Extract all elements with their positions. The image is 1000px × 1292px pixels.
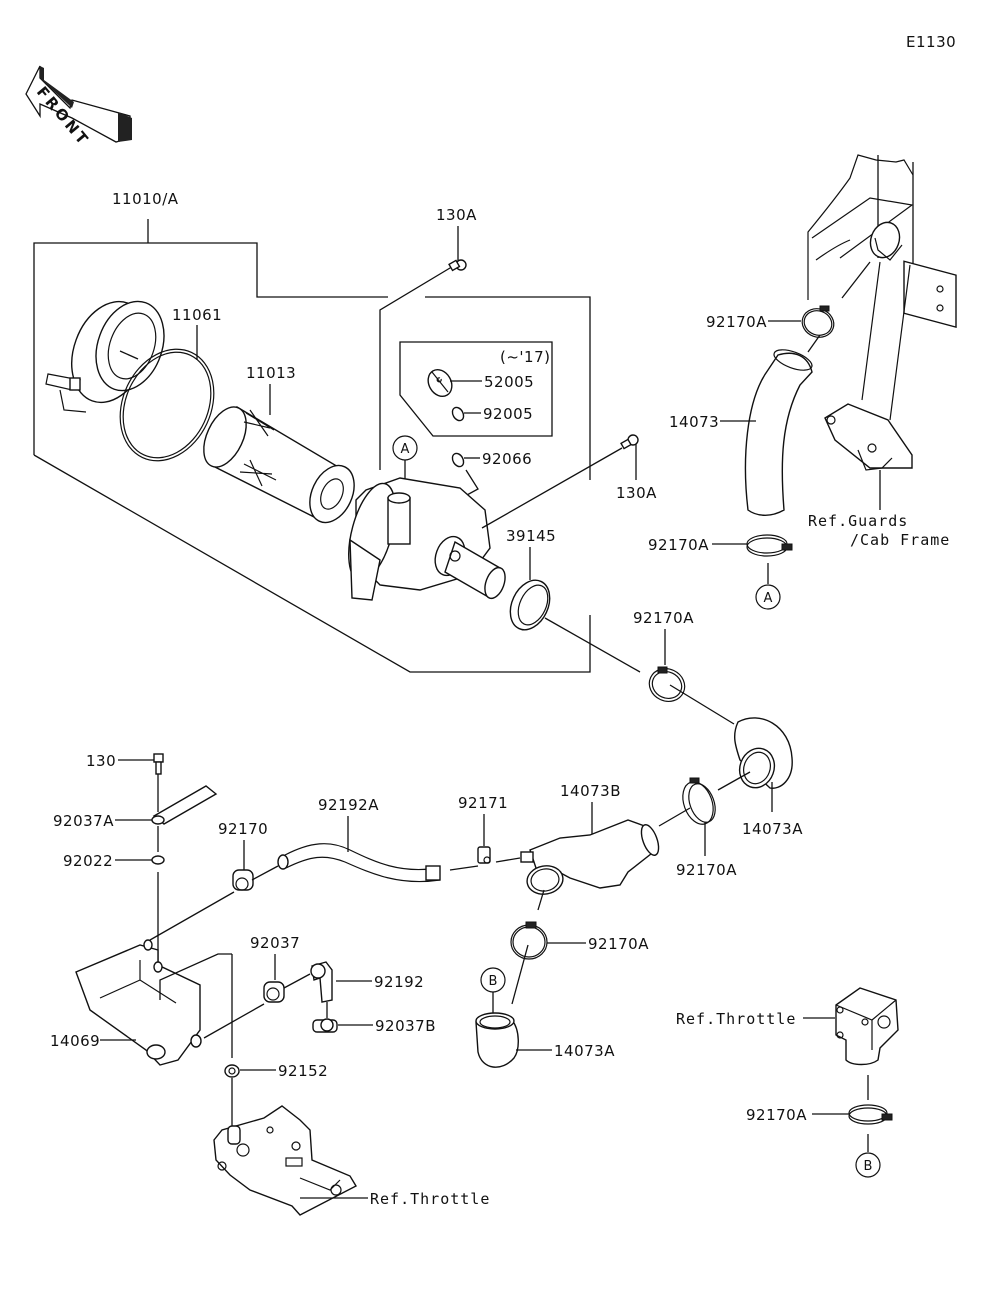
label-92171: 92171 [458,794,508,812]
ref-cab-frame-label: /Cab Frame [850,531,950,549]
svg-text:A: A [401,442,410,457]
hose-92192[interactable] [310,961,333,1003]
cap-52005[interactable] [423,365,456,400]
year-note: (~'17) [500,348,550,366]
clip-92171[interactable] [477,846,491,864]
ref-guards-label: Ref.Guards [808,512,908,530]
label-92170a-duct-bottom: 92170A [648,536,709,554]
hose-92192a[interactable] [277,843,441,883]
label-92170a-throttle: 92170A [746,1106,807,1124]
label-11010a: 11010/A [112,190,179,208]
label-92005: 92005 [483,405,533,423]
ref-throttle-right: Ref.Throttle [676,1010,796,1028]
label-92192a: 92192A [318,796,379,814]
label-11013: 11013 [246,364,296,382]
seal-39145[interactable] [503,574,558,636]
connector-a-bottom [755,584,781,610]
elbow-14073a[interactable] [733,717,793,793]
label-92152: 92152 [278,1062,328,1080]
year-variant-box [399,341,553,437]
clamp-92170a-throttle[interactable] [848,1104,893,1125]
air-filter-element-11013[interactable] [195,400,363,529]
label-92037b: 92037B [375,1017,436,1035]
clip-92037b[interactable] [312,1018,338,1033]
label-92170a-elbow: 92170A [676,861,737,879]
label-14073b: 14073B [560,782,621,800]
clamp-92170a-elbow[interactable] [677,777,720,829]
label-92170: 92170 [218,820,268,838]
y-pipe-14073b[interactable] [520,819,662,897]
boot-14073a[interactable] [475,1012,519,1068]
label-92037: 92037 [250,934,300,952]
throttle-body-left [213,1105,357,1216]
label-92170a-top: 92170A [706,313,767,331]
label-39145: 39145 [506,527,556,545]
o-ring-11061[interactable] [103,334,232,476]
label-11061: 11061 [172,306,222,324]
diagram-code: E1130 [906,33,956,51]
clamp-92170a-mid[interactable] [644,663,690,707]
clip-92037[interactable] [263,981,285,1003]
label-92192: 92192 [374,973,424,991]
air-cleaner-housing[interactable] [340,477,509,601]
air-cleaner-cover[interactable] [45,291,176,413]
label-14069: 14069 [50,1032,100,1050]
assembly-bracket-lines [33,219,591,673]
svg-text:B: B [489,974,498,989]
ref-throttle-left: Ref.Throttle [370,1190,490,1208]
clip-92170[interactable] [232,869,254,891]
throttle-body-right [835,987,899,1066]
label-14073a-boot: 14073A [554,1042,615,1060]
plug-92005[interactable] [450,405,466,422]
duct-14073[interactable] [744,346,814,516]
connector-b-right [855,1152,881,1178]
cab-frame [807,154,957,471]
label-92066: 92066 [482,450,532,468]
label-130a-right: 130A [616,484,657,502]
plug-92066[interactable] [450,451,466,468]
svg-text:A: A [764,591,773,606]
label-92170a-mid: 92170A [633,609,694,627]
bolt-130[interactable] [153,753,164,775]
label-14073: 14073 [669,413,719,431]
svg-text:B: B [864,1159,873,1174]
band-92037a[interactable] [151,785,218,825]
clamp-92170a-top[interactable] [798,304,838,341]
label-92170a-y-bottom: 92170A [588,935,649,953]
washer-92022[interactable] [151,855,165,865]
bolt-130a-top[interactable] [448,259,467,272]
clamp-92170a-y-bottom[interactable] [510,921,548,960]
label-14073a-elbow: 14073A [742,820,803,838]
grommet-92152[interactable] [224,1064,240,1078]
label-92022: 92022 [63,852,113,870]
clamp-92170a-duct-bottom[interactable] [746,534,793,557]
bracket-14069[interactable] [75,939,202,1066]
label-130a-top: 130A [436,206,477,224]
label-92037a: 92037A [53,812,114,830]
label-52005: 52005 [484,373,534,391]
bolt-130a-right[interactable] [620,434,639,450]
front-arrow-icon: FRONT [25,65,132,150]
label-130: 130 [86,752,116,770]
